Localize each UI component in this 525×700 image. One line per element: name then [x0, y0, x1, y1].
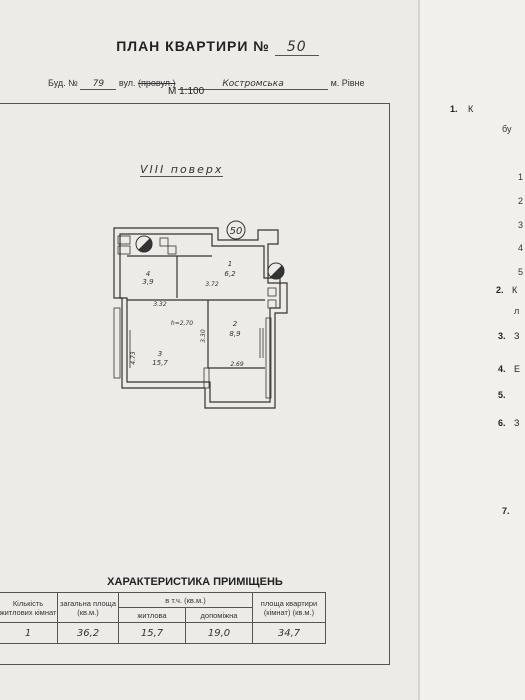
dimension-372: 3.72	[205, 281, 219, 288]
street-label: вул.	[118, 78, 136, 88]
apartment-circle-number: 50	[230, 226, 243, 237]
right-item-4: 4. Е	[498, 364, 520, 374]
cell-total: 36,2	[57, 622, 119, 644]
document-page: ПЛАН КВАРТИРИ № 50 Буд. № 79 вул. (прову…	[0, 0, 435, 700]
drawing-frame	[0, 103, 390, 665]
dimension-332: 3.32	[153, 301, 167, 308]
right-item-7: 7.	[502, 506, 510, 516]
col-aux-header: допоміжна	[185, 607, 253, 623]
room-1-area: 6,2	[224, 270, 236, 278]
right-item-2-number: 2.	[496, 285, 504, 295]
street-name: Костромська	[178, 79, 329, 90]
right-item-4-text: Е	[514, 364, 521, 374]
col-apt-header: площа квартири (кімнат) (кв.м.)	[252, 592, 326, 623]
floor-text: VIII поверх	[140, 163, 224, 177]
right-page	[418, 0, 525, 700]
right-item-1-text: К	[468, 104, 474, 114]
right-sub-3: 3	[518, 220, 524, 230]
col-living-header: житлова	[118, 607, 186, 623]
right-item-2-cont: л	[514, 306, 520, 316]
characteristics-heading: ХАРАКТЕРИСТИКА ПРИМІЩЕНЬ	[107, 576, 283, 588]
lane-label: (провул.)	[138, 78, 176, 88]
right-item-6: 6. З	[498, 418, 519, 428]
right-item-2: 2. К	[496, 285, 517, 295]
right-item-6-text: З	[514, 418, 520, 428]
right-sub-1: 1	[518, 172, 524, 182]
right-item-1: 1. К	[450, 104, 473, 114]
right-item-1-number: 1.	[450, 104, 458, 114]
document-title: ПЛАН КВАРТИРИ № 50	[0, 38, 435, 56]
characteristics-table: Кількість житлових кімнат загальна площа…	[0, 592, 326, 644]
right-item-6-number: 6.	[498, 418, 506, 428]
cell-aux: 19,0	[185, 622, 253, 644]
address-line: Буд. № 79 вул. (провул.) Костромська м. …	[48, 78, 365, 90]
col-incl-header: в т.ч. (кв.м.)	[118, 592, 253, 608]
col-total-header: загальна площа (кв.м.)	[57, 592, 119, 623]
room-2-area: 8,9	[229, 330, 241, 338]
room-1-number: 1	[228, 260, 232, 268]
right-item-3-number: 3.	[498, 331, 506, 341]
right-item-5: 5.	[498, 390, 506, 400]
cell-apt: 34,7	[252, 622, 326, 644]
city-name: м. Рівне	[330, 78, 365, 88]
ceiling-height: h=2,70	[171, 320, 193, 327]
dimension-473: 4.73	[130, 351, 137, 365]
scale-label: М 1:100	[168, 86, 205, 97]
cell-rooms: 1	[0, 622, 58, 644]
apartment-number: 50	[274, 39, 319, 56]
title-text: ПЛАН КВАРТИРИ №	[116, 38, 270, 54]
right-item-2-text: К	[512, 285, 518, 295]
right-item-4-number: 4.	[498, 364, 506, 374]
room-4-number: 4	[146, 270, 150, 278]
right-sub-2: 2	[518, 196, 524, 206]
right-sub-4: 4	[518, 243, 524, 253]
room-3-number: 3	[158, 350, 162, 358]
building-number: 79	[80, 79, 117, 90]
right-item-3-text: З	[514, 331, 520, 341]
col-rooms-header: Кількість житлових кімнат	[0, 592, 58, 623]
dimension-269: 2.69	[230, 361, 244, 368]
building-label: Буд. №	[48, 78, 78, 88]
right-item-3: 3. З	[498, 331, 519, 341]
floor-plan: 50 4 3,9 1 6,2 2 8,9 3 15,7 3.72 3.32 h=…	[113, 220, 288, 409]
room-2-number: 2	[233, 320, 238, 328]
room-3-area: 15,7	[152, 359, 168, 367]
right-sub-5: 5	[518, 267, 524, 277]
cell-living: 15,7	[118, 622, 186, 644]
dimension-330: 3.30	[200, 329, 207, 343]
room-4-area: 3,9	[142, 278, 154, 286]
floor-label: VIII поверх	[140, 163, 224, 177]
right-item-1-cont: бу	[502, 124, 512, 134]
